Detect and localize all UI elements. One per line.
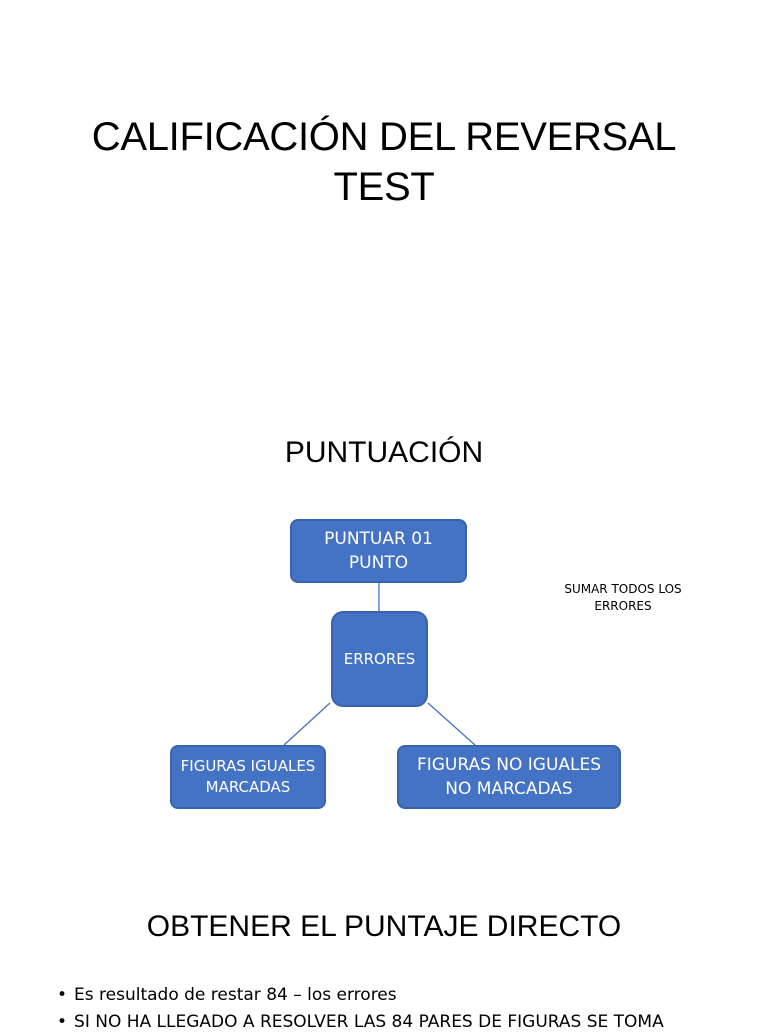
figuras-no-iguales-label-line-1: FIGURAS NO IGUALES — [416, 755, 602, 775]
figuras-no-iguales-label-line-2: NO MARCADAS — [445, 779, 573, 799]
sumar-errores-note: SUMAR TODOS LOS ERRORES — [556, 581, 690, 615]
figuras-iguales-label-line-2: MARCADAS — [205, 778, 291, 796]
puntuar-label-line-1: PUNTUAR 01 — [324, 529, 433, 549]
connector-errores-iguales — [283, 702, 331, 746]
errores-label: ERRORES — [343, 650, 416, 668]
puntuar-label-line-2: PUNTO — [348, 553, 409, 573]
connector-errores-no-iguales — [427, 702, 476, 746]
bullet-item: SI NO HA LLEGADO A RESOLVER LAS 84 PARES… — [57, 1009, 768, 1036]
figuras-iguales-label-line-1: FIGURAS IGUALES — [180, 757, 316, 775]
obtener-heading: OBTENER EL PUNTAJE DIRECTO — [146, 910, 622, 943]
slide-title: CALIFICACIÓN DEL REVERSAL TEST — [0, 112, 768, 212]
slide-title-line-2: TEST — [333, 165, 435, 209]
puntuacion-heading: PUNTUACIÓN — [284, 436, 484, 469]
slide-title-line-1: CALIFICACIÓN DEL REVERSAL — [91, 115, 677, 159]
note-line-1: SUMAR TODOS LOS — [564, 582, 682, 596]
figuras-iguales-box: FIGURAS IGUALES MARCADAS — [170, 745, 326, 809]
figuras-no-iguales-box: FIGURAS NO IGUALES NO MARCADAS — [397, 745, 621, 809]
note-line-2: ERRORES — [594, 599, 652, 613]
bullet-list: Es resultado de restar 84 – los errores … — [57, 982, 768, 1036]
bullet-item: Es resultado de restar 84 – los errores — [57, 982, 768, 1009]
errores-box: ERRORES — [331, 611, 428, 707]
puntuar-box: PUNTUAR 01 PUNTO — [290, 519, 467, 583]
